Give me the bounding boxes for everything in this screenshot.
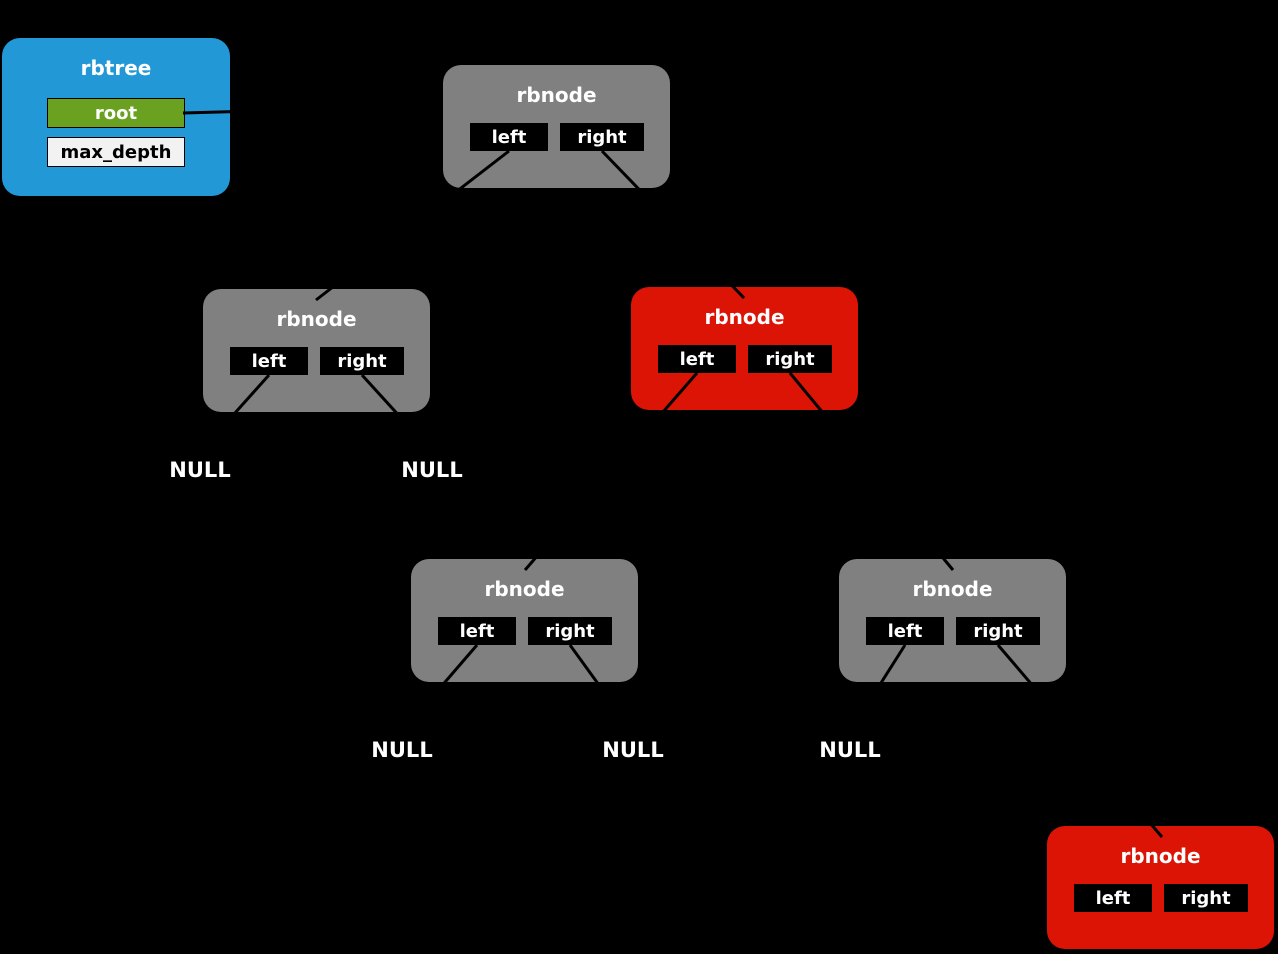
rbtree-box: rbtree root max_depth <box>2 38 230 196</box>
rbnode-title: rbnode <box>912 577 993 601</box>
right-pointer-field: right <box>956 617 1040 645</box>
rbnode-level2-right: rbnode left right <box>631 287 858 410</box>
null-leaf-label: NULL <box>602 738 664 762</box>
rbnode-root: rbnode left right <box>443 65 670 188</box>
rbnode-title: rbnode <box>1120 844 1201 868</box>
right-pointer-field: right <box>528 617 612 645</box>
rbtree-title: rbtree <box>80 56 152 80</box>
left-pointer-field: left <box>438 617 516 645</box>
left-pointer-field: left <box>658 345 736 373</box>
right-pointer-field: right <box>1164 884 1248 912</box>
rbnode-title: rbnode <box>704 305 785 329</box>
null-leaf-label: NULL <box>819 738 881 762</box>
rbnode-level3-left: rbnode left right <box>411 559 638 682</box>
rbnode-title: rbnode <box>276 307 357 331</box>
left-pointer-field: left <box>1074 884 1152 912</box>
null-leaf-label: NULL <box>169 458 231 482</box>
rbnode-title: rbnode <box>516 83 597 107</box>
null-leaf-label: NULL <box>401 458 463 482</box>
rbnode-level2-left: rbnode left right <box>203 289 430 412</box>
null-leaf-label: NULL <box>371 738 433 762</box>
rbnode-level4-right: rbnode left right <box>1047 826 1274 949</box>
right-pointer-field: right <box>748 345 832 373</box>
right-pointer-field: right <box>560 123 644 151</box>
left-pointer-field: left <box>230 347 308 375</box>
left-pointer-field: left <box>470 123 548 151</box>
rbtree-max-depth-field: max_depth <box>47 137 185 167</box>
rbnode-title: rbnode <box>484 577 565 601</box>
rbnode-level3-right: rbnode left right <box>839 559 1066 682</box>
left-pointer-field: left <box>866 617 944 645</box>
rbtree-root-field: root <box>47 98 185 128</box>
right-pointer-field: right <box>320 347 404 375</box>
